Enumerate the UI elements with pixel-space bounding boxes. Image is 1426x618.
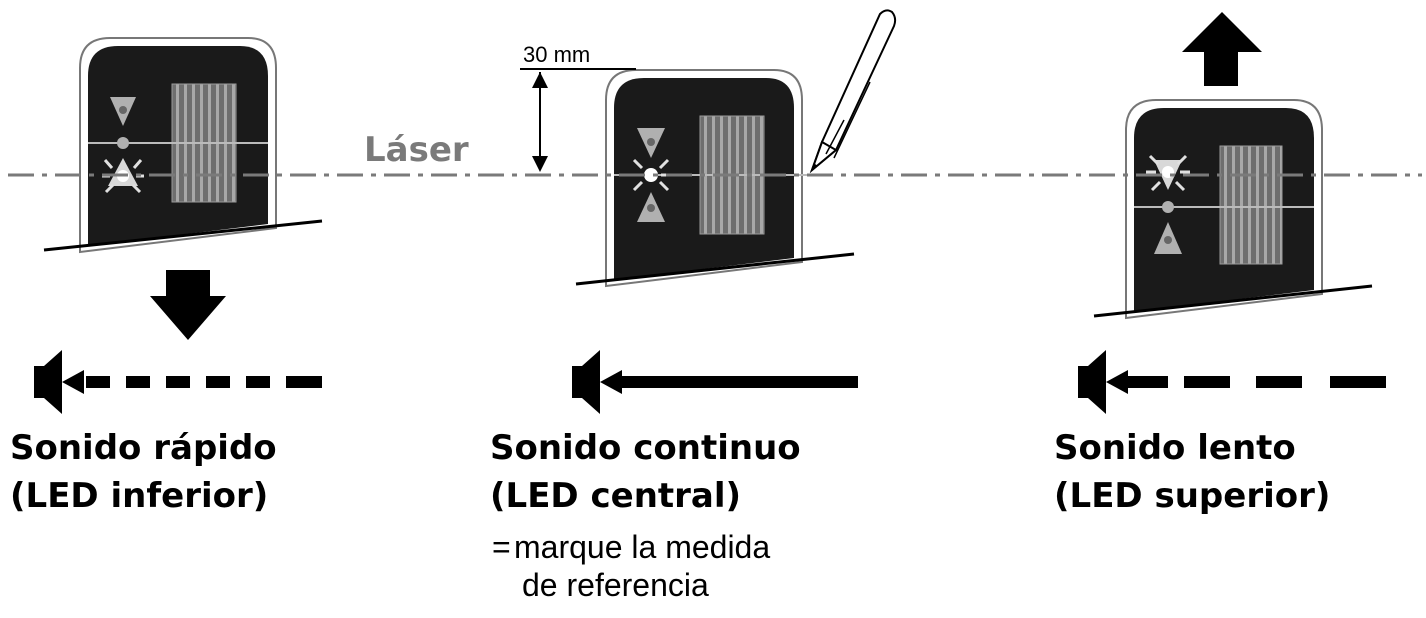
- arrow-up-icon: [1182, 12, 1262, 86]
- led-indicator-lower: [1154, 222, 1182, 254]
- receiver-window: [1219, 145, 1283, 265]
- level-surface-center: [575, 252, 855, 286]
- receiver-center: [605, 69, 810, 288]
- receiver-left: [79, 37, 277, 254]
- caption-subtitle: (LED superior): [1054, 476, 1331, 516]
- level-surface-left: [43, 219, 323, 252]
- note-prefix: =: [492, 529, 511, 565]
- caption-left: Sonido rápido (LED inferior): [10, 424, 277, 520]
- caption-subtitle: (LED inferior): [10, 476, 269, 516]
- led-indicator-lower: [637, 192, 665, 222]
- caption-title: Sonido continuo: [490, 428, 801, 468]
- speaker-icon: [1078, 350, 1106, 414]
- caption-title: Sonido lento: [1054, 428, 1296, 468]
- note-line-1: marque la medida: [514, 529, 771, 565]
- led-indicator-center: [117, 137, 129, 149]
- sound-pattern-fast: [62, 370, 322, 394]
- speaker-icon: [572, 350, 600, 414]
- led-indicator-upper: [637, 128, 665, 158]
- caption-right: Sonido lento (LED superior): [1054, 424, 1330, 520]
- arrow-down-icon: [150, 270, 226, 340]
- dimension-label: 30 mm: [523, 42, 591, 67]
- level-surface-right: [1093, 284, 1373, 318]
- caption-subtitle: (LED central): [490, 476, 742, 516]
- caption-title: Sonido rápido: [10, 428, 277, 468]
- note-line-2: de referencia: [522, 567, 709, 603]
- led-indicator-upper: [110, 97, 136, 126]
- pencil-icon: [809, 9, 897, 174]
- led-indicator-upper-lit: [1146, 154, 1190, 192]
- speaker-icon: [34, 350, 62, 414]
- receiver-right: [1125, 99, 1323, 320]
- led-indicator-center: [1162, 201, 1174, 213]
- reference-note: =marque la medida de referencia: [492, 528, 770, 604]
- dimension-marker: [520, 68, 636, 172]
- caption-center: Sonido continuo (LED central): [490, 424, 801, 520]
- sound-pattern-slow: [1106, 370, 1386, 394]
- laser-label: Láser: [364, 130, 469, 170]
- sound-pattern-continuous: [600, 370, 858, 394]
